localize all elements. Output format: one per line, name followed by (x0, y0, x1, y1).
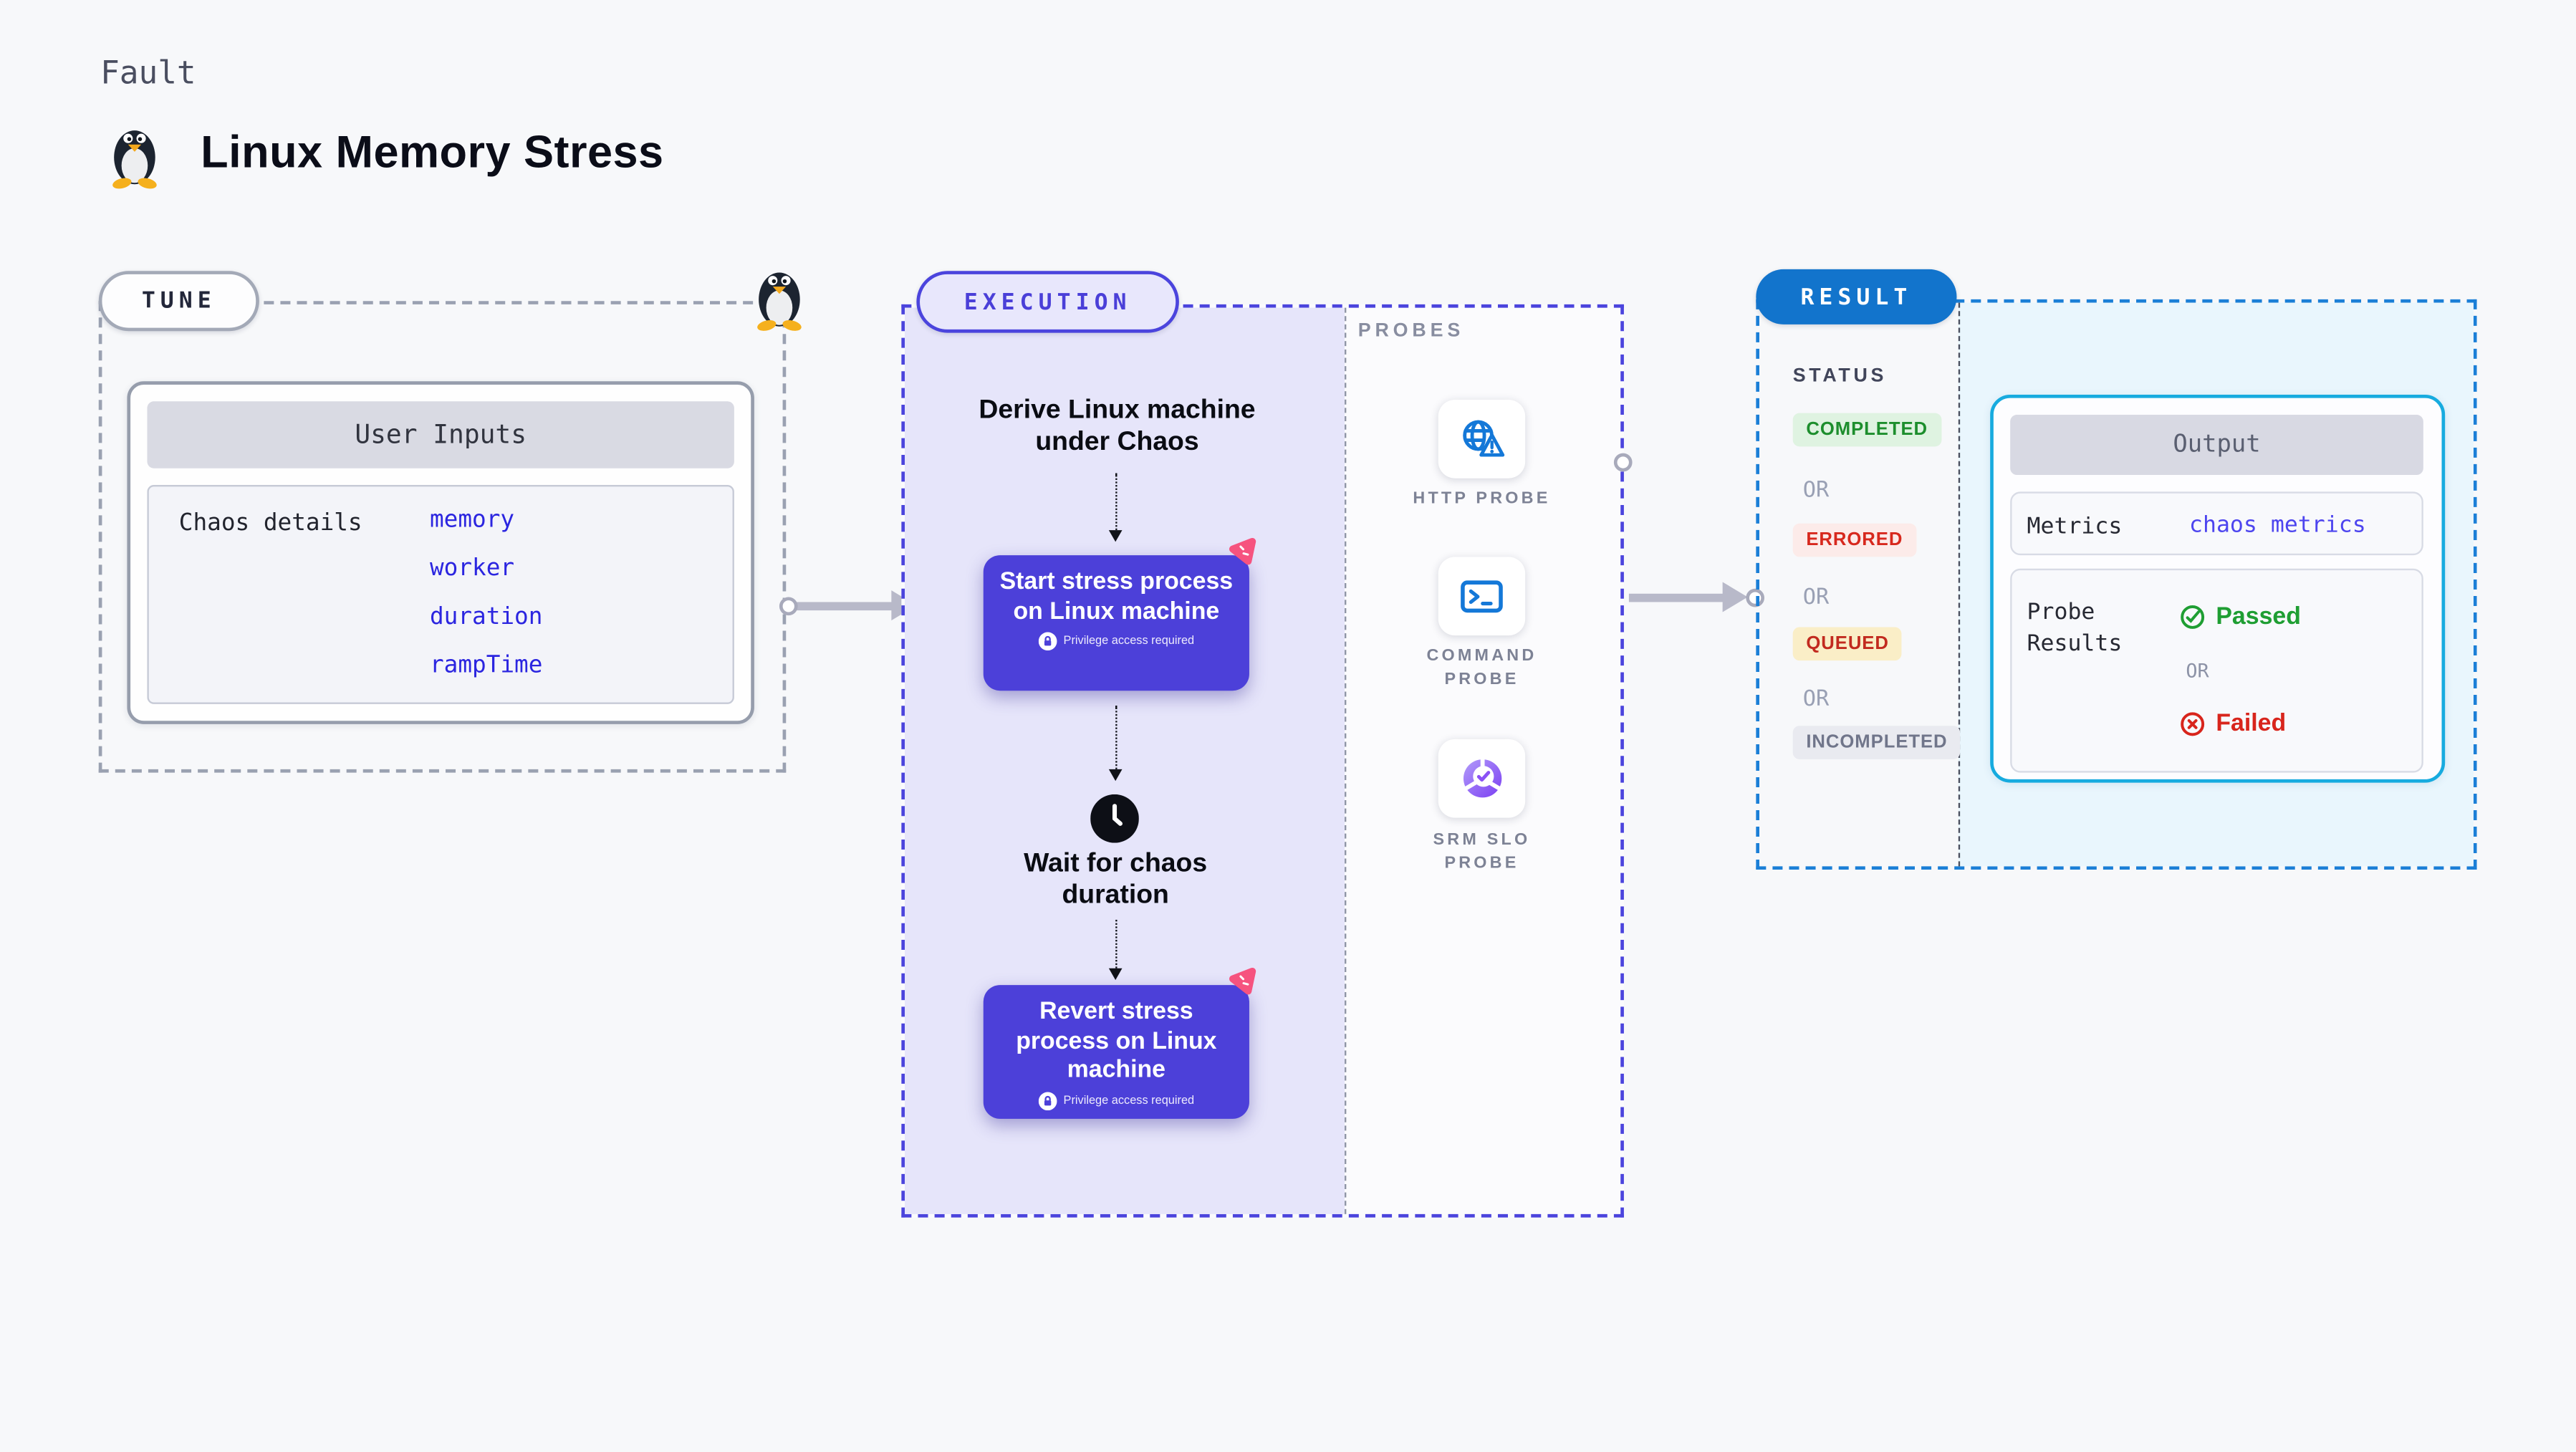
probe-failed-label: Failed (2216, 711, 2287, 738)
page-title: Linux Memory Stress (201, 127, 664, 178)
status-badge-incompleted: INCOMPLETED (1792, 726, 1961, 759)
or-separator: OR (1802, 478, 1830, 504)
command-probe-card[interactable] (1438, 557, 1526, 636)
tune-to-execution-arrow (792, 601, 893, 610)
lock-icon (1038, 1092, 1057, 1111)
flow-arrow-1 (1108, 473, 1123, 542)
metrics-label: Metrics (2027, 513, 2123, 541)
derive-step-label: Derive Linux machine under Chaos (979, 396, 1256, 457)
probe-or-separator: OR (2186, 658, 2209, 683)
chaos-details-label: Chaos details (178, 510, 362, 537)
srm-slo-probe-card[interactable] (1438, 739, 1526, 818)
wait-step-label: Wait for chaos duration (1024, 849, 1208, 910)
probes-panel-divider (1345, 307, 1347, 1214)
tune-penguin-icon (757, 272, 802, 331)
probe-passed-label: Passed (2216, 603, 2301, 631)
or-separator: OR (1802, 687, 1830, 713)
http-probe-card[interactable] (1438, 399, 1526, 479)
revert-stress-title: Revert stress process on Linux machine (1016, 998, 1217, 1085)
revert-stress-node[interactable]: Revert stress process on Linux machine P… (983, 985, 1249, 1119)
chaos-details-box: Chaos details memory worker duration ram… (147, 485, 734, 704)
execution-pill[interactable]: EXECUTION (916, 271, 1179, 333)
start-stress-note: Privilege access required (1063, 636, 1195, 648)
slo-donut-icon (1462, 759, 1501, 798)
input-link-worker[interactable]: worker (429, 555, 515, 582)
tune-section-frame (98, 301, 787, 773)
start-stress-title: Start stress process on Linux machine (999, 568, 1234, 625)
srm-slo-probe-label: SRM SLO PROBE (1433, 831, 1531, 872)
output-card: Output Metrics chaos metrics Probe Resul… (1990, 394, 2446, 783)
http-probe-label: HTTP PROBE (1413, 490, 1551, 509)
execution-out-connector (1613, 453, 1633, 472)
or-separator: OR (1802, 585, 1830, 611)
execution-to-result-arrowhead (1722, 582, 1748, 612)
execution-to-result-arrow (1628, 592, 1724, 602)
status-output-divider (1958, 302, 1961, 867)
tune-pill[interactable]: TUNE (98, 271, 259, 332)
probe-results-row: Probe Results Passed OR Failed (2010, 568, 2423, 773)
revert-stress-note: Privilege access required (1063, 1095, 1195, 1107)
tune-out-connector (779, 596, 798, 615)
lock-icon (1038, 633, 1057, 652)
probes-panel-label: PROBES (1357, 321, 1465, 342)
status-badge-completed: COMPLETED (1792, 413, 1941, 447)
flow-arrow-3 (1108, 920, 1123, 981)
command-probe-label: COMMAND PROBE (1426, 647, 1537, 688)
fault-kicker: Fault (100, 55, 196, 92)
status-badge-queued: QUEUED (1792, 627, 1903, 661)
input-link-ramptime[interactable]: rampTime (429, 652, 543, 679)
chaos-hub-badge-icon (1229, 967, 1256, 995)
start-stress-note-row: Privilege access required (994, 633, 1239, 652)
x-circle-icon (2181, 712, 2205, 736)
result-in-connector (1746, 587, 1765, 607)
metrics-row: Metrics chaos metrics (2010, 491, 2423, 556)
revert-stress-note-row: Privilege access required (994, 1092, 1239, 1111)
result-pill[interactable]: RESULT (1756, 269, 1957, 324)
flow-arrow-2 (1108, 706, 1123, 782)
probe-passed-row: Passed (2179, 604, 2301, 630)
chaos-hub-badge-icon (1229, 537, 1256, 565)
check-circle-icon (2181, 605, 2205, 629)
probe-failed-row: Failed (2179, 711, 2287, 738)
user-inputs-card: User Inputs Chaos details memory worker … (127, 381, 754, 724)
probe-results-label: Probe Results (2027, 598, 2123, 658)
terminal-icon (1461, 580, 1503, 612)
status-badge-errored: ERRORED (1792, 523, 1917, 557)
input-link-duration[interactable]: duration (429, 603, 543, 631)
wait-clock-icon (1090, 794, 1139, 843)
user-inputs-title: User Inputs (147, 401, 734, 468)
linux-penguin-icon (112, 130, 157, 189)
metrics-value-link[interactable]: chaos metrics (2188, 511, 2366, 539)
input-link-memory[interactable]: memory (429, 506, 515, 534)
start-stress-node[interactable]: Start stress process on Linux machine Pr… (983, 555, 1249, 691)
status-column-label: STATUS (1792, 366, 1888, 387)
globe-warning-icon (1462, 420, 1504, 457)
output-card-title: Output (2010, 414, 2423, 476)
